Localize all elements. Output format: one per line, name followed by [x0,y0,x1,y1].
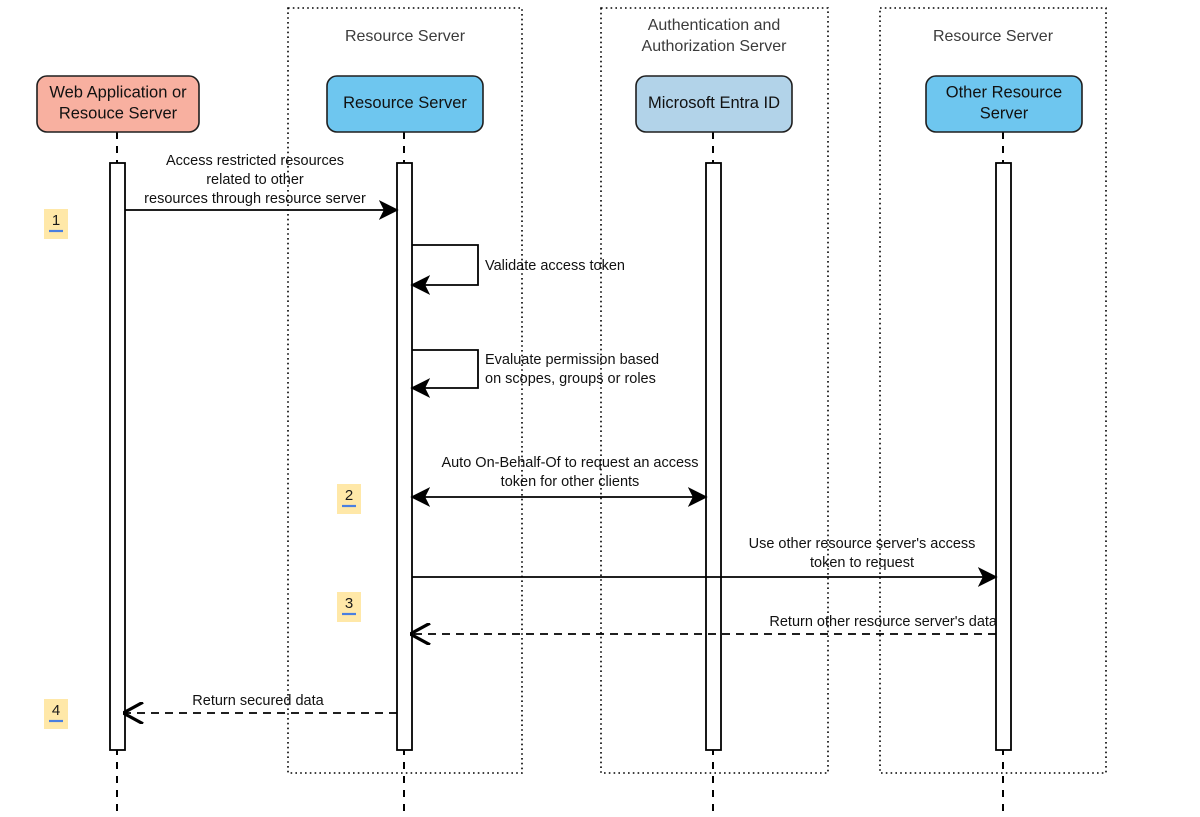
step-badge-3[interactable]: 3 [337,592,361,622]
participant-box[interactable] [925,75,1083,133]
group-other-resource-server: Resource Server [879,7,1107,774]
step-badge-number: 4 [52,702,60,719]
group-title: Resource Server [345,28,466,45]
participant-box[interactable] [635,75,793,133]
step-badge-background [337,484,361,514]
activation-entra [705,162,722,751]
msg-4-return-secured-data: Return secured data [125,693,397,713]
step-badge-4[interactable]: 4 [44,699,68,729]
participant-box[interactable] [326,75,484,133]
step-badge-number: 2 [345,487,353,504]
activation-resource-server [396,162,413,751]
message-label: Validate access token [485,258,625,274]
participant-label: Resource Server [343,94,467,112]
participant-resource-server[interactable]: Resource Server [326,75,484,133]
group-resource-server: Resource Server [287,7,523,774]
step-badges: 1 2 3 4 [44,209,361,729]
participant-microsoft-entra-id[interactable]: Microsoft Entra ID [635,75,793,133]
message-self-arrow [410,349,479,398]
group-frame-border [879,7,1107,774]
step-badge-2[interactable]: 2 [337,484,361,514]
step-badge-background [44,209,68,239]
step-badge-background [44,699,68,729]
step-badge-1[interactable]: 1 [44,209,68,239]
step-badge-number: 3 [345,595,353,612]
msg-self-validate-token: Validate access token [410,244,625,295]
step-badge-background [337,592,361,622]
step-badge-number: 1 [52,212,60,229]
msg-3-return-other-data: Return other resource server's data [412,614,998,634]
participant-box[interactable] [36,75,200,133]
activation-bars [109,162,1012,751]
group-frame-border [600,7,829,774]
message-label: Return secured data [192,693,324,709]
participant-label: Microsoft Entra ID [648,94,780,112]
activation-other-resource [995,162,1012,751]
message-self-arrow [410,244,479,295]
group-title: Resource Server [933,28,1054,45]
activation-web-application [109,162,126,751]
message-label: Return other resource server's data [769,614,998,630]
